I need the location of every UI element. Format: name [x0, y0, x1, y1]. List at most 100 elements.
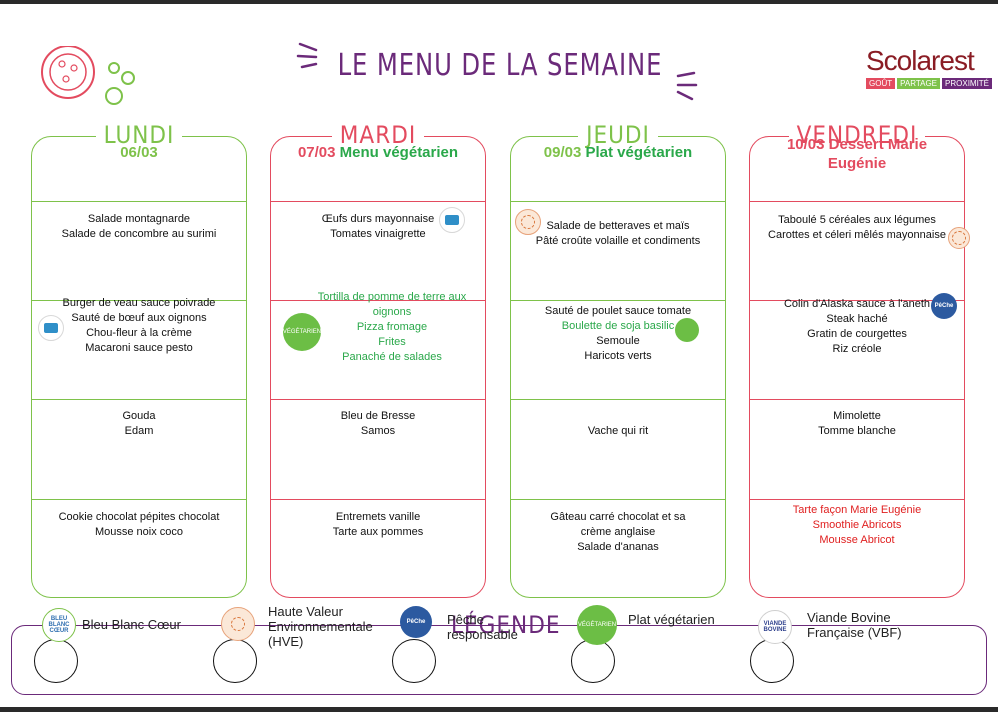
menu-item: Colin d'Alaska sauce à l'aneth	[783, 298, 931, 310]
plat-vegetarien-icon: VÉGÉTARIEN	[283, 313, 321, 351]
menu-item: Riz créole	[832, 343, 882, 355]
page-title: LE MENU DE LA SEMAINE	[337, 48, 663, 83]
day-date: 07/03 Menu végétarien	[297, 144, 459, 161]
mains-section: Tortilla de pomme de terre aux oignons P…	[271, 290, 485, 365]
desserts-section: Gâteau carré chocolat et sa crème anglai…	[511, 510, 725, 555]
hve-icon	[221, 607, 255, 641]
day-name: JEUDI	[578, 121, 658, 149]
bleu-blanc-coeur-icon	[38, 315, 64, 341]
brand-tagline: GOÛT PARTAGE PROXIMITÉ	[866, 78, 993, 89]
menu-item: Smoothie Abricots	[812, 519, 902, 531]
menu-item: Gâteau carré chocolat et sa crème anglai…	[550, 511, 686, 538]
menu-item: Pâté croûte volaille et condiments	[535, 235, 701, 247]
brand-tag-gout: GOÛT	[866, 78, 896, 89]
legend-checkbox	[571, 639, 615, 683]
day-date: 06/03	[120, 144, 158, 161]
section-divider	[750, 201, 964, 202]
desserts-section: Tarte façon Marie Eugénie Smoothie Abric…	[750, 503, 964, 548]
peche-responsable-icon: PêChe	[400, 606, 432, 638]
legend-label: Bleu Blanc Cœur	[82, 617, 181, 632]
menu-item: Taboulé 5 céréales aux légumes	[778, 214, 936, 226]
menu-item: Haricots verts	[584, 350, 652, 362]
mains-section: Burger de veau sauce poivrade Sauté de b…	[32, 296, 246, 356]
bleu-blanc-coeur-icon: BLEU BLANC CŒUR	[42, 608, 76, 642]
desserts-section: Cookie chocolat pépites chocolat Mousse …	[32, 510, 246, 540]
menu-item: Edam	[124, 425, 154, 437]
menu-item: Entremets vanille	[335, 511, 421, 523]
menu-item: Tarte façon Marie Eugénie	[792, 504, 922, 516]
section-divider	[271, 499, 485, 500]
day-card-jeudi: JEUDI 09/03 Plat végétarien Salade de be…	[510, 121, 726, 598]
legend-label: Viande Bovine Française (VBF)	[807, 610, 902, 640]
menu-item: Samos	[360, 425, 396, 437]
section-divider	[32, 399, 246, 400]
menu-item: Sauté de poulet sauce tomate	[544, 305, 692, 317]
mains-section: Sauté de poulet sauce tomate Boulette de…	[511, 304, 725, 364]
menu-item: Mousse Abricot	[819, 534, 895, 546]
menu-item: Salade de betteraves et maïs	[546, 220, 690, 232]
legend-checkbox	[750, 639, 794, 683]
starters-section: Œufs durs mayonnaise Tomates vinaigrette	[271, 212, 485, 242]
brand-name: Scolarest	[866, 45, 975, 76]
menu-item: Chou-fleur à la crème	[86, 327, 192, 339]
title-left-strokes-icon	[296, 42, 318, 69]
day-date: 10/03 Dessert Marie Eugénie	[786, 136, 928, 172]
menu-item: Mousse noix coco	[94, 526, 184, 538]
day-name: LUNDI	[95, 121, 183, 149]
peche-responsable-icon: PêChe	[931, 293, 957, 319]
menu-item: Tomme blanche	[818, 425, 896, 437]
starters-section: Salade de betteraves et maïs Pâté croûte…	[511, 219, 725, 249]
menu-item: Salade de concombre au surimi	[61, 228, 217, 240]
viande-bovine-francaise-icon: VIANDE BOVINE	[758, 610, 792, 644]
menu-item: Frites	[378, 336, 406, 348]
menu-item: Macaroni sauce pesto	[85, 342, 193, 354]
section-divider	[271, 300, 485, 301]
day-name: VENDREDI	[788, 121, 926, 149]
menu-item: Vache qui rit	[587, 425, 649, 437]
menu-item: Tomates vinaigrette	[330, 228, 426, 240]
day-theme: Dessert Marie Eugénie	[827, 136, 928, 172]
day-theme: Plat végétarien	[585, 144, 693, 161]
menu-item: Boulette de soja basilic	[561, 320, 675, 332]
cheese-section: Mimolette Tomme blanche	[750, 409, 964, 439]
day-card-vendredi: VENDREDI 10/03 Dessert Marie Eugénie Tab…	[749, 121, 970, 598]
section-divider	[511, 399, 725, 400]
section-divider	[511, 499, 725, 500]
menu-item: Burger de veau sauce poivrade	[62, 297, 216, 309]
cheese-section: Vache qui rit	[511, 424, 725, 439]
menu-item: Carottes et céleri mêlés mayonnaise	[768, 229, 946, 241]
hve-icon	[515, 209, 541, 235]
menu-item: Panaché de salades	[342, 351, 442, 363]
menu-item: Salade d'ananas	[577, 541, 659, 553]
menu-item: Steak haché	[826, 313, 888, 325]
menu-item: Gouda	[122, 410, 156, 422]
pizza-deco-icon	[41, 46, 135, 105]
legend-label: Pêche responsable	[447, 612, 518, 642]
cheese-section: Gouda Edam	[32, 409, 246, 439]
legend-title: LÉGENDE	[451, 611, 561, 639]
day-date: 09/03 Plat végétarien	[543, 144, 693, 161]
hve-icon	[948, 227, 970, 249]
menu-item: Cookie chocolat pépites chocolat	[58, 511, 220, 523]
day-theme: Menu végétarien	[339, 144, 459, 161]
brand-tag-partage: PARTAGE	[897, 78, 941, 89]
mains-section: Colin d'Alaska sauce à l'aneth Steak hac…	[750, 297, 964, 357]
section-divider	[32, 499, 246, 500]
section-divider	[32, 300, 246, 301]
menu-item: Gratin de courgettes	[807, 328, 907, 340]
plat-vegetarien-icon	[675, 318, 699, 342]
menu-item: Bleu de Bresse	[340, 410, 416, 422]
starters-section: Salade montagnarde Salade de concombre a…	[32, 212, 246, 242]
menu-item: Sauté de bœuf aux oignons	[71, 312, 207, 324]
day-name: MARDI	[331, 121, 425, 149]
section-divider	[271, 201, 485, 202]
section-divider	[750, 399, 964, 400]
section-divider	[750, 300, 964, 301]
bleu-blanc-coeur-icon	[439, 207, 465, 233]
menu-item: Semoule	[596, 335, 640, 347]
legend-label: Plat végétarien	[628, 612, 715, 627]
legend-box	[11, 625, 987, 695]
section-divider	[750, 499, 964, 500]
menu-item: Tortilla de pomme de terre aux oignons	[317, 291, 467, 318]
section-divider	[511, 300, 725, 301]
